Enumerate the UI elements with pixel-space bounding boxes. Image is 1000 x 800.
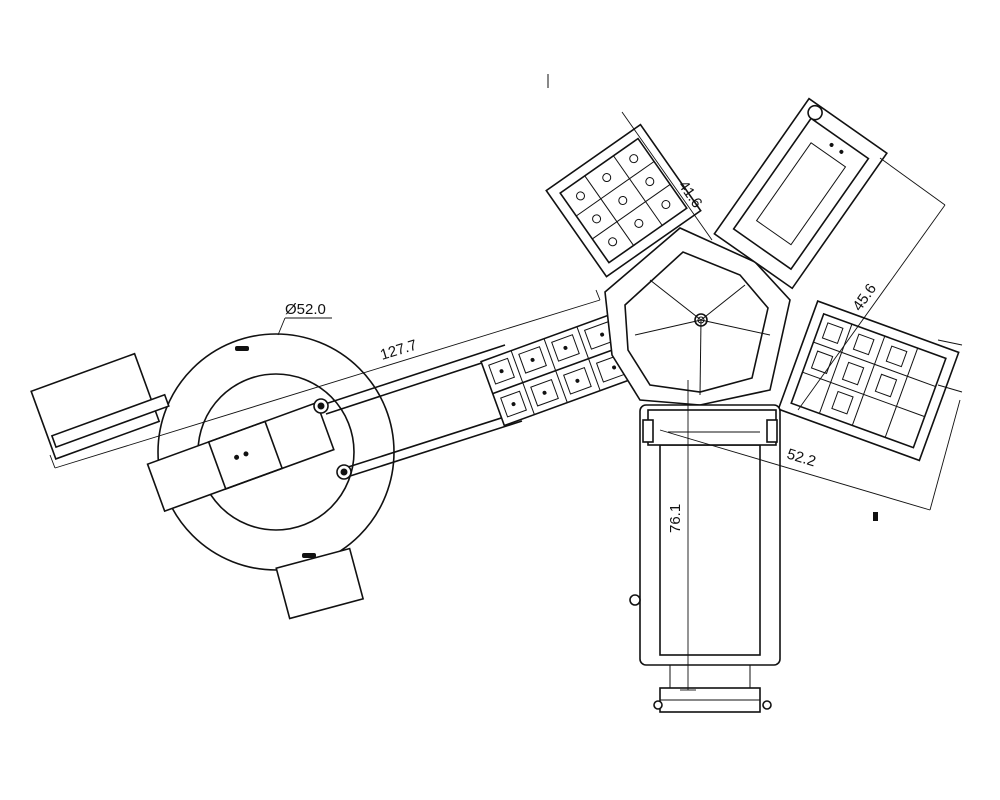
- slot-bottom: [302, 553, 316, 558]
- slot-top: [235, 346, 249, 351]
- small-marker: [873, 512, 878, 521]
- upper-left-station: [545, 123, 702, 278]
- dim-right-arm: 52.2: [785, 446, 818, 471]
- right-station-pin-bottom: [937, 384, 963, 393]
- dim-upper-right: 45.6: [849, 281, 880, 315]
- left-rod: [50, 393, 170, 449]
- upper-right-station: [713, 97, 888, 290]
- rotary-table: [30, 333, 395, 620]
- u-bracket: [146, 401, 335, 513]
- central-hub: [604, 227, 791, 406]
- dimension-lines: [49, 111, 961, 691]
- dim-arm-length: 127.7: [378, 337, 419, 364]
- right-station-pin-top: [937, 339, 963, 346]
- dim-lower-station: 76.1: [667, 504, 684, 533]
- lower-station: [629, 404, 781, 713]
- right-station: [777, 300, 960, 462]
- bottom-bracket: [275, 547, 365, 620]
- dim-diameter: Ø52.0: [285, 301, 326, 318]
- arm-rods: [313, 344, 523, 480]
